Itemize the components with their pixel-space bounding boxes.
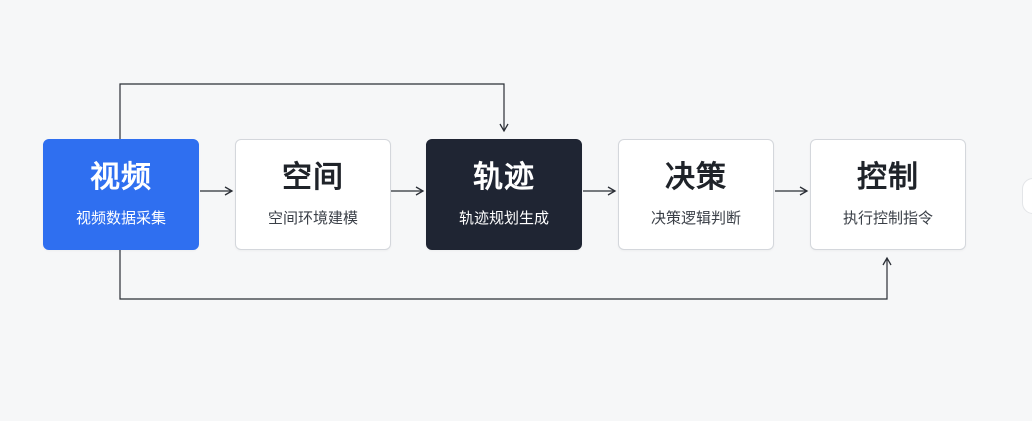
node-video-title: 视频 (90, 160, 152, 195)
side-scroll-handle[interactable] (1022, 178, 1032, 214)
node-decision: 决策 决策逻辑判断 (618, 139, 774, 250)
node-decision-subtitle: 决策逻辑判断 (650, 209, 741, 227)
node-control-title: 控制 (857, 160, 919, 195)
node-video-subtitle: 视频数据采集 (75, 209, 166, 227)
node-trajectory: 轨迹 轨迹规划生成 (426, 139, 582, 250)
node-trajectory-subtitle: 轨迹规划生成 (458, 209, 549, 227)
node-control: 控制 执行控制指令 (810, 139, 966, 250)
bypass-video-to-trajectory (119, 83, 509, 139)
node-space-title: 空间 (282, 160, 344, 195)
node-video: 视频 视频数据采集 (43, 139, 199, 250)
node-decision-title: 决策 (665, 160, 727, 195)
bypass-video-to-control (119, 250, 892, 300)
node-control-subtitle: 执行控制指令 (842, 209, 933, 227)
node-space: 空间 空间环境建模 (235, 139, 391, 250)
node-trajectory-title: 轨迹 (473, 160, 535, 195)
node-space-subtitle: 空间环境建模 (267, 209, 358, 227)
